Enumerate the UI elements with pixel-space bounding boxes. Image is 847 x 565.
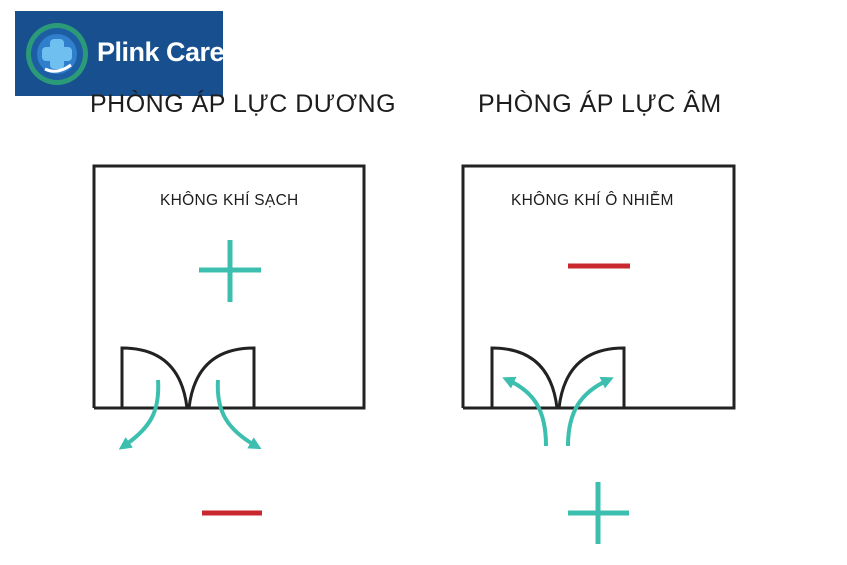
positive-room-inside-plus-icon [199,240,261,302]
inflow-arrow-right-icon [566,376,614,447]
negative-room-outside-plus-icon [568,482,629,544]
brand-logo: Plink Care [15,11,225,96]
positive-room [92,164,366,516]
positive-room-door-right [187,346,256,410]
negative-room-walls [461,164,736,410]
positive-room-walls [92,164,366,410]
plink-care-emblem-icon [26,23,88,85]
negative-room-label: KHÔNG KHÍ Ô NHIỄM [511,192,674,209]
negative-room-door-right [557,346,626,410]
positive-room-door-left [120,346,189,410]
brand-name: Plink Care [97,37,225,67]
positive-room-label: KHÔNG KHÍ SẠCH [160,192,299,209]
negative-room [461,164,736,544]
outflow-arrow-right-icon [215,379,262,450]
positive-room-title: PHÒNG ÁP LỰC DƯƠNG [90,90,397,118]
inflow-arrow-left-icon [502,376,548,447]
negative-room-title: PHÒNG ÁP LỰC ÂM [478,90,722,118]
outflow-arrow-left-icon [118,379,161,450]
negative-room-door-left [490,346,559,410]
